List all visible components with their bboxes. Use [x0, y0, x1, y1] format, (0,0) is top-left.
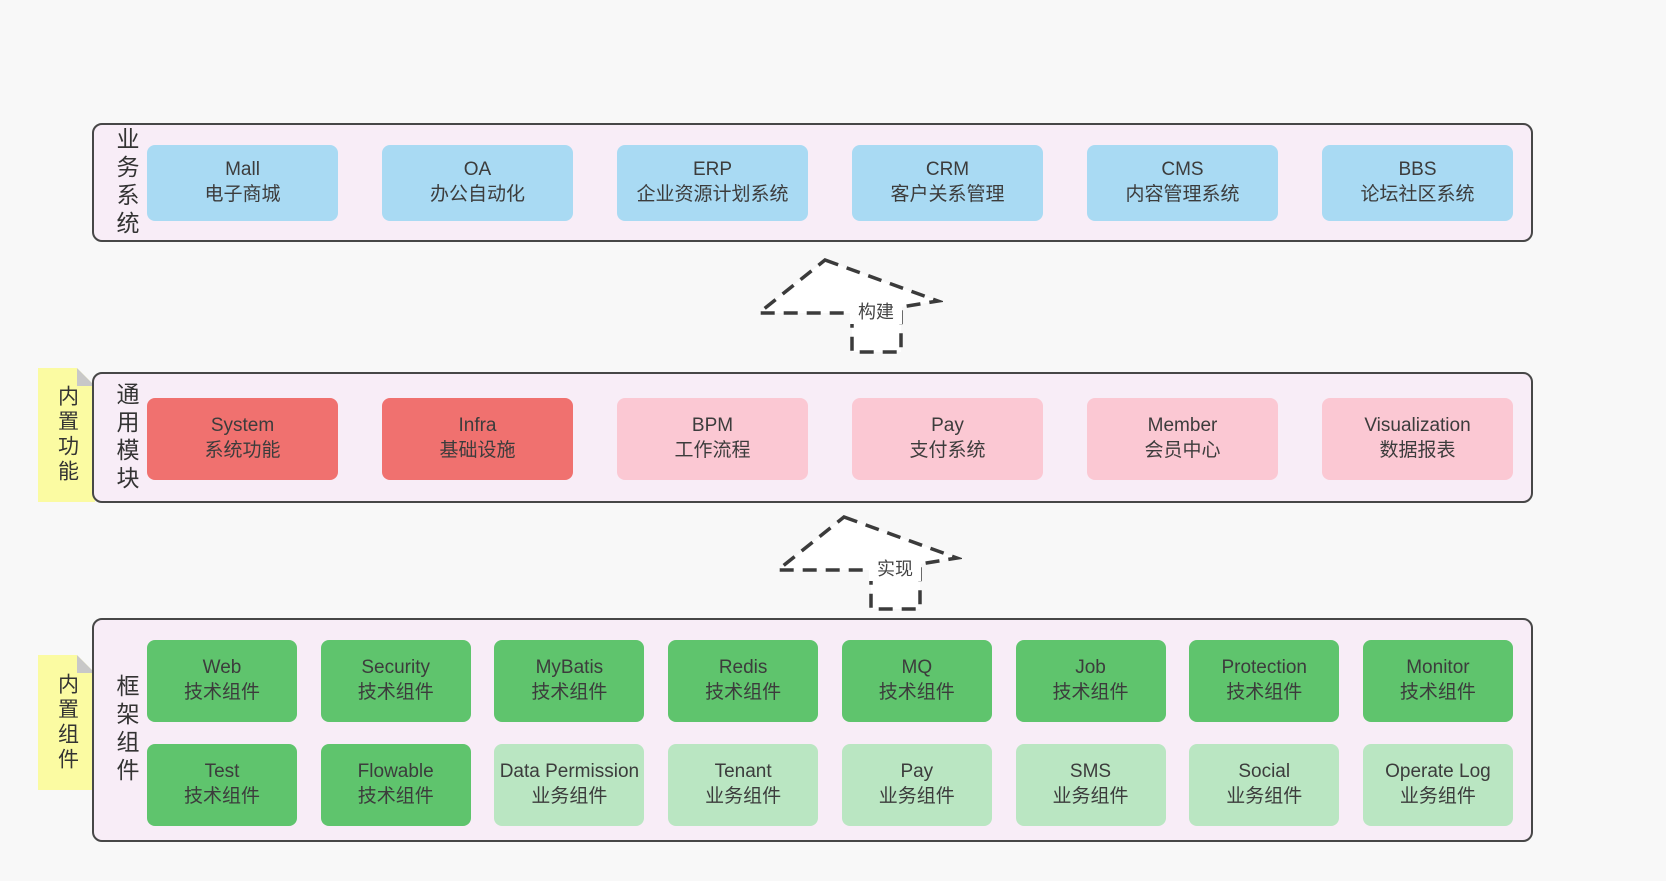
box-sms: SMS 业务组件 — [1015, 744, 1166, 826]
box-infra: Infra 基础设施 — [382, 398, 573, 480]
implement-arrow-label: 实现 — [869, 558, 921, 581]
build-arrow: 构建 — [753, 256, 943, 356]
box-cms: CMS 内容管理系统 — [1087, 145, 1278, 221]
box-bbs: BBS 论坛社区系统 — [1322, 145, 1513, 221]
box-visualization: Visualization 数据报表 — [1322, 398, 1513, 480]
sticky-note-builtin-features: 内置功能 — [38, 368, 95, 502]
box-mq: MQ 技术组件 — [841, 640, 992, 722]
build-arrow-label: 构建 — [850, 301, 902, 324]
modules-box-row: System 系统功能 Infra 基础设施 BPM 工作流程 Pay 支付系统… — [147, 398, 1513, 480]
box-pay: Pay 业务组件 — [841, 744, 992, 826]
box-test: Test 技术组件 — [147, 744, 297, 826]
box-erp: ERP 企业资源计划系统 — [617, 145, 808, 221]
box-crm: CRM 客户关系管理 — [852, 145, 1043, 221]
business-systems-panel: 业务系统 Mall 电子商城 OA 办公自动化 ERP 企业资源计划系统 CRM… — [92, 123, 1533, 242]
common-modules-panel: 通用模块 System 系统功能 Infra 基础设施 BPM 工作流程 Pay… — [92, 372, 1533, 503]
box-web: Web 技术组件 — [147, 640, 297, 722]
components-box-row-1: Web 技术组件 Security 技术组件 MyBatis 技术组件 Redi… — [147, 640, 1513, 722]
components-box-row-2: Test 技术组件 Flowable 技术组件 Data Permission … — [147, 744, 1513, 826]
panel-label-components: 框架组件 — [113, 674, 139, 786]
block-arrow-up-icon — [754, 258, 943, 354]
box-social: Social 业务组件 — [1189, 744, 1340, 826]
box-security: Security 技术组件 — [320, 640, 471, 722]
box-system: System 系统功能 — [147, 398, 338, 480]
sticky-note-builtin-components: 内置组件 — [38, 655, 95, 790]
framework-components-panel: 框架组件 Web 技术组件 Security 技术组件 MyBatis 技术组件… — [92, 618, 1533, 842]
box-tenant: Tenant 业务组件 — [668, 744, 819, 826]
box-pay: Pay 支付系统 — [852, 398, 1043, 480]
box-monitor: Monitor 技术组件 — [1362, 640, 1513, 722]
box-flowable: Flowable 技术组件 — [320, 744, 471, 826]
box-mall: Mall 电子商城 — [147, 145, 338, 221]
panel-label-business: 业务系统 — [113, 126, 139, 239]
box-protection: Protection 技术组件 — [1189, 640, 1340, 722]
box-bpm: BPM 工作流程 — [617, 398, 808, 480]
box-mybatis: MyBatis 技术组件 — [494, 640, 645, 722]
box-oa: OA 办公自动化 — [382, 145, 573, 221]
box-member: Member 会员中心 — [1087, 398, 1278, 480]
box-job: Job 技术组件 — [1015, 640, 1166, 722]
block-arrow-up-icon — [773, 515, 962, 611]
sticky-note-label: 内置组件 — [55, 672, 79, 773]
box-operate-log: Operate Log 业务组件 — [1362, 744, 1513, 826]
panel-label-modules: 通用模块 — [113, 381, 139, 494]
box-data-permission: Data Permission 业务组件 — [494, 744, 645, 826]
box-redis: Redis 技术组件 — [668, 640, 819, 722]
implement-arrow: 实现 — [772, 513, 962, 613]
business-box-row: Mall 电子商城 OA 办公自动化 ERP 企业资源计划系统 CRM 客户关系… — [147, 145, 1513, 221]
sticky-note-label: 内置功能 — [55, 385, 79, 485]
